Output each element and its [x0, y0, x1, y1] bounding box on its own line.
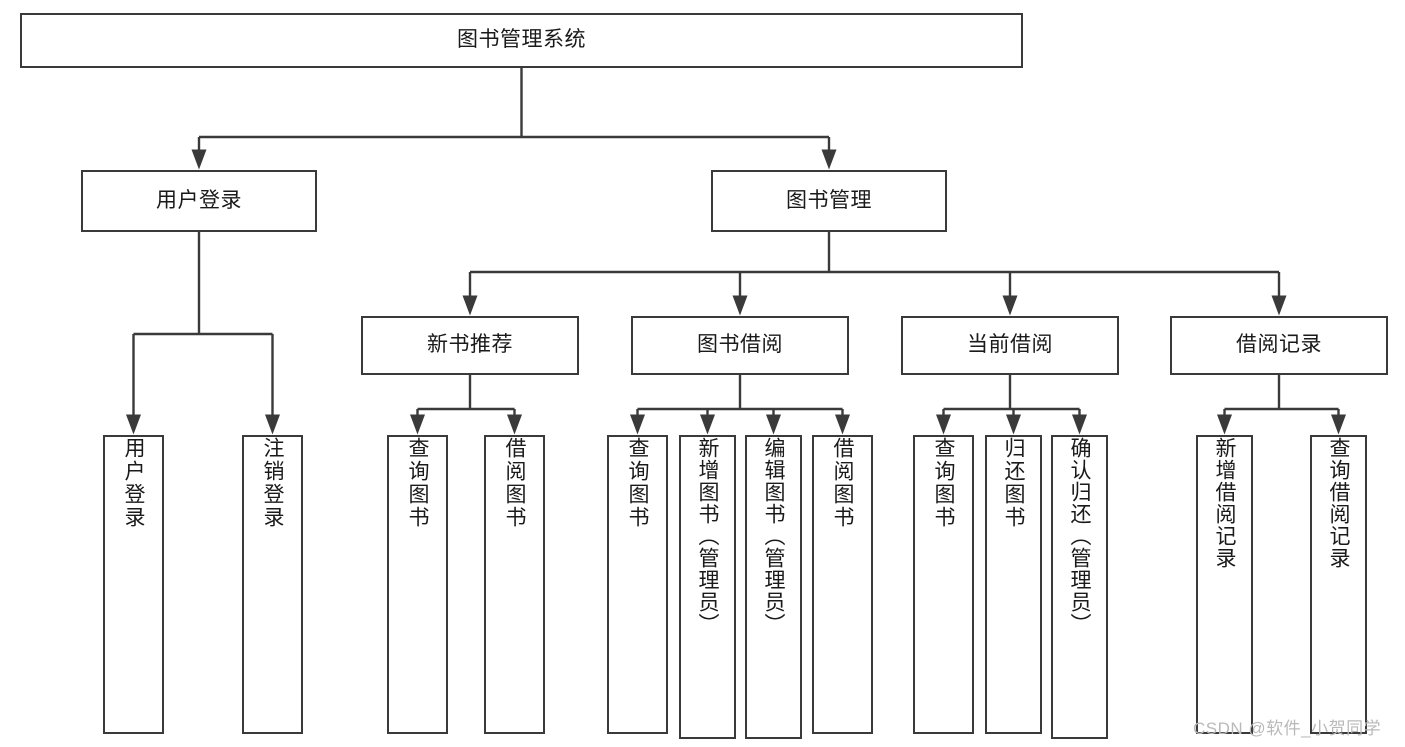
node-label: 归还图书: [1002, 437, 1025, 529]
node-login[interactable]: 用户登录: [81, 170, 317, 232]
node-label: 图书借阅: [697, 333, 783, 357]
node-label: 新增图书（管理员）: [696, 437, 719, 635]
node-label: 新书推荐: [427, 333, 513, 357]
arrowhead: [191, 149, 207, 170]
arrowhead: [1271, 295, 1287, 316]
node-leaf9[interactable]: 查询图书: [913, 435, 974, 734]
arrowhead: [1072, 414, 1087, 435]
node-leaf8[interactable]: 借阅图书: [812, 435, 873, 734]
arrowhead: [1006, 414, 1021, 435]
arrowhead: [1217, 414, 1232, 435]
node-label: 当前借阅: [967, 333, 1053, 357]
arrowhead: [1002, 295, 1018, 316]
node-bookmgmt[interactable]: 图书管理: [711, 170, 947, 232]
arrowhead: [766, 414, 781, 435]
node-leaf10[interactable]: 归还图书: [985, 435, 1042, 734]
arrowhead: [732, 295, 748, 316]
node-label: 借阅图书: [503, 437, 526, 529]
arrowhead: [462, 295, 478, 316]
node-leaf3[interactable]: 查询图书: [387, 435, 448, 734]
node-leaf2[interactable]: 注销登录: [242, 435, 303, 734]
node-label: 确认归还（管理员）: [1068, 437, 1091, 635]
arrowhead: [821, 149, 837, 170]
node-label: 图书管理系统: [457, 28, 586, 52]
arrowhead: [936, 414, 951, 435]
node-label: 查询图书: [406, 437, 429, 529]
arrowhead: [700, 414, 715, 435]
arrowhead: [410, 414, 425, 435]
arrowhead: [835, 414, 850, 435]
node-root[interactable]: 图书管理系统: [20, 13, 1023, 68]
node-label: 查询图书: [626, 437, 649, 529]
node-leaf13[interactable]: 查询借阅记录: [1310, 435, 1367, 734]
node-leaf11[interactable]: 确认归还（管理员）: [1051, 435, 1108, 739]
node-leaf7[interactable]: 编辑图书（管理员）: [745, 435, 802, 739]
node-leaf5[interactable]: 查询图书: [607, 435, 668, 734]
node-leaf6[interactable]: 新增图书（管理员）: [679, 435, 736, 739]
node-label: 注销登录: [261, 437, 284, 529]
arrowhead: [1331, 414, 1346, 435]
node-label: 新增借阅记录: [1213, 437, 1236, 569]
node-borrow[interactable]: 图书借阅: [631, 316, 849, 375]
node-current[interactable]: 当前借阅: [901, 316, 1119, 375]
node-label: 借阅图书: [831, 437, 854, 529]
node-label: 借阅记录: [1236, 333, 1322, 357]
node-label: 用户登录: [122, 437, 145, 529]
arrowhead: [265, 414, 280, 435]
node-records[interactable]: 借阅记录: [1170, 316, 1388, 375]
node-label: 用户登录: [156, 188, 242, 212]
arrowhead: [507, 414, 522, 435]
node-leaf4[interactable]: 借阅图书: [484, 435, 545, 734]
node-label: 编辑图书（管理员）: [762, 437, 785, 635]
node-newbook[interactable]: 新书推荐: [361, 316, 579, 375]
node-label: 查询借阅记录: [1327, 437, 1350, 569]
node-leaf1[interactable]: 用户登录: [103, 435, 164, 734]
node-leaf12[interactable]: 新增借阅记录: [1196, 435, 1253, 734]
arrowhead: [630, 414, 645, 435]
node-label: 图书管理: [786, 188, 872, 212]
arrowhead: [126, 414, 141, 435]
node-label: 查询图书: [932, 437, 955, 529]
